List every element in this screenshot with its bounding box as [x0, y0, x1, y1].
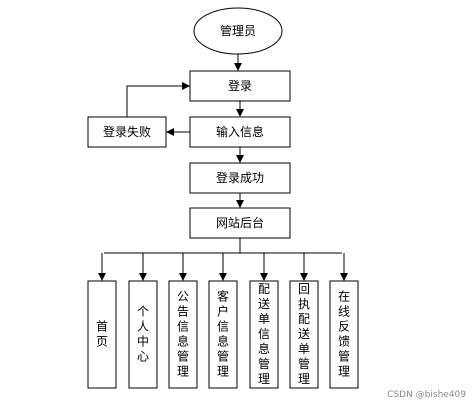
module-label: 个人中心: [137, 305, 149, 364]
login-success-label: 登录成功: [216, 170, 264, 185]
module-group: 首页 个人中心 公告信息管理 客户信息管理 配送单信息管理 回执配送单管理 在线反馈管理: [87, 253, 359, 389]
input-info-label: 输入信息: [216, 124, 264, 139]
module-box: [289, 280, 319, 389]
module-box: [168, 280, 198, 389]
module-box: [208, 280, 238, 389]
login-label: 登录: [228, 78, 252, 93]
module-label: 公告信息管理: [177, 290, 189, 379]
module-box: [329, 280, 359, 389]
backend-label: 网站后台: [216, 215, 264, 230]
module-label: 配送单信息管理: [258, 282, 270, 386]
module-box: [128, 280, 158, 389]
watermark: CSDN @bishe409: [387, 390, 466, 400]
module-label: 首页: [96, 320, 108, 349]
admin-label: 管理员: [220, 23, 256, 38]
module-box: [87, 280, 117, 389]
module-label: 客户信息管理: [217, 289, 229, 379]
login-fail-label: 登录失败: [103, 124, 151, 139]
backend-node: [189, 207, 291, 239]
login-node: [189, 70, 291, 102]
module-label: 在线反馈管理: [338, 290, 350, 379]
module-label: 回执配送单管理: [298, 282, 310, 386]
login-success-node: [189, 162, 291, 194]
module-box: [249, 280, 279, 389]
arrow-fail-login: [126, 82, 190, 117]
